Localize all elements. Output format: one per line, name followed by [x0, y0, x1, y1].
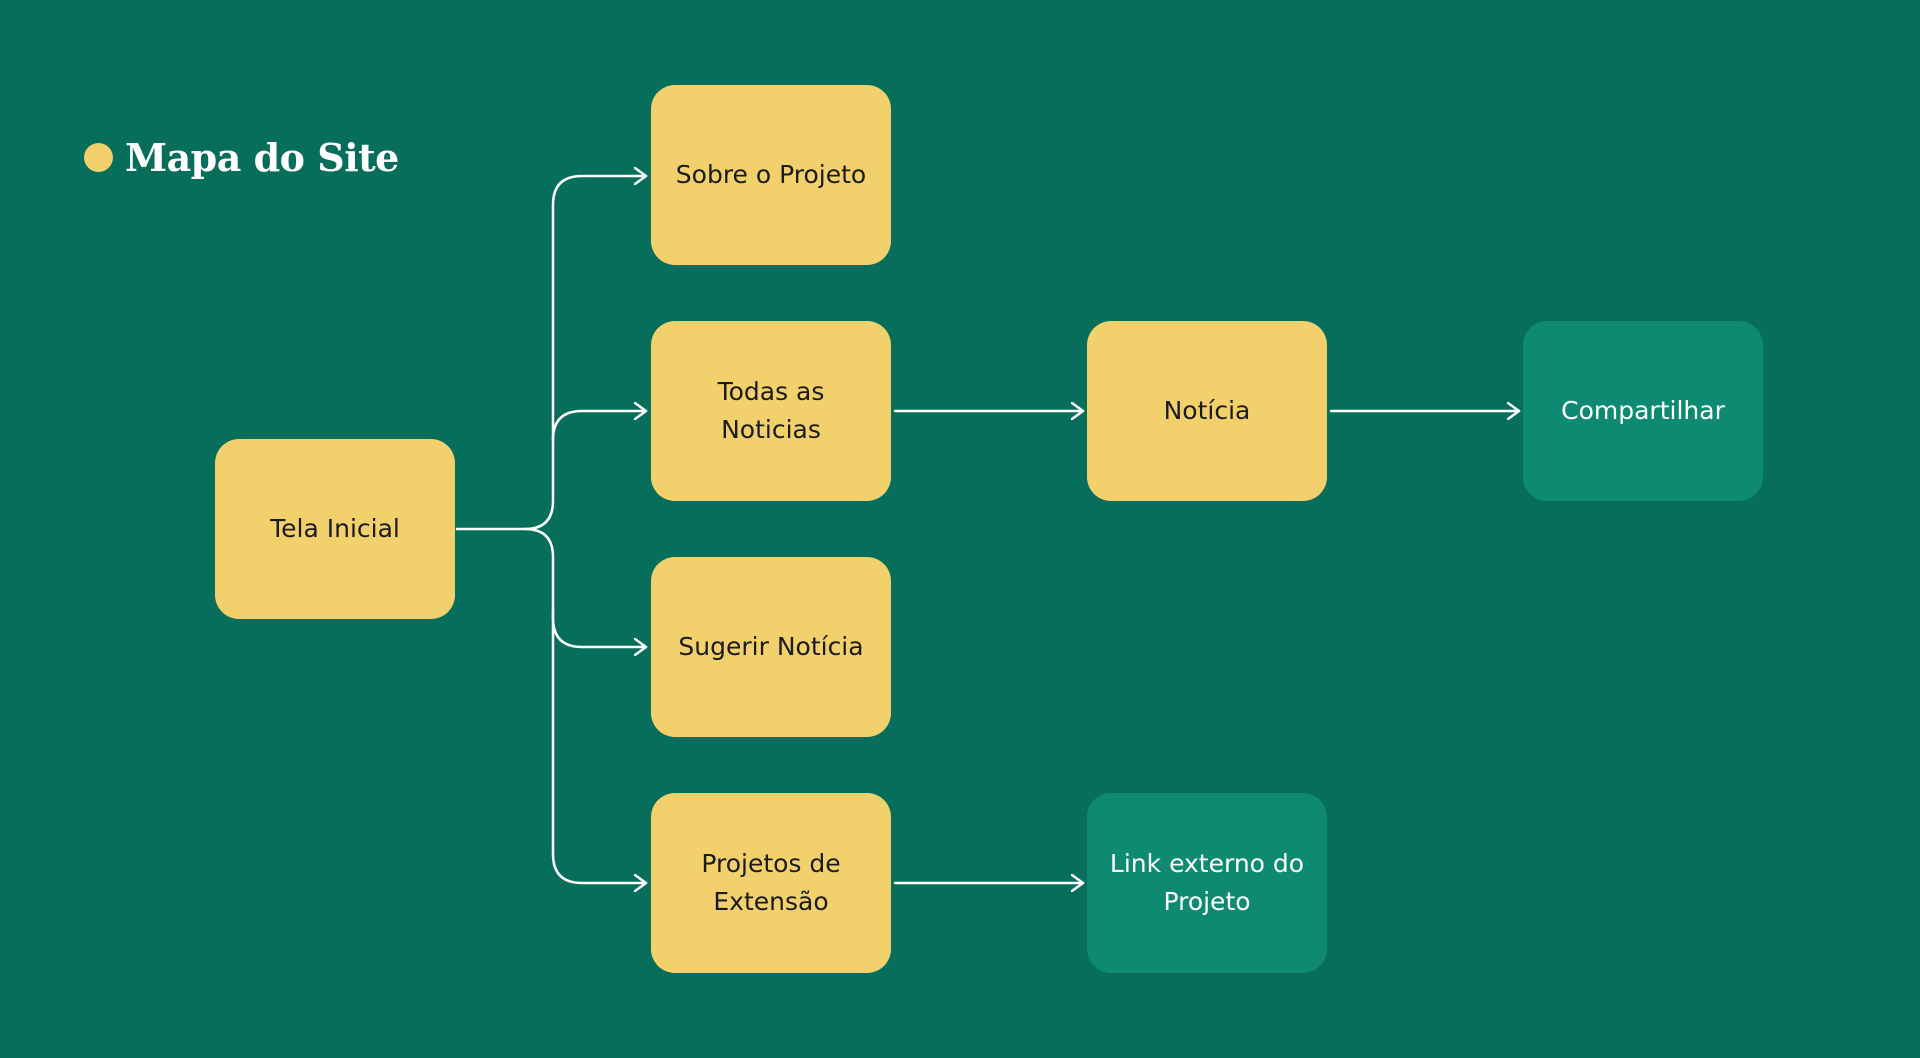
edge-tela-inicial-to-sugerir-noticia — [523, 527, 648, 647]
title-bullet-dot — [84, 142, 113, 172]
node-link-externo-do-projeto: Link externo do Projeto — [1087, 793, 1327, 973]
page-title: Mapa do Site — [125, 134, 399, 180]
node-todas-as-noticias: Todas as Noticias — [651, 321, 891, 501]
node-noticia: Notícia — [1087, 321, 1327, 501]
page-title-group: Mapa do Site — [84, 132, 399, 182]
edge-tela-inicial-to-todas-noticias — [551, 411, 648, 442]
edge-tela-inicial-to-sobre-projeto — [523, 176, 648, 531]
node-tela-inicial: Tela Inicial — [215, 439, 455, 619]
edge-tela-inicial-to-projetos-extensao — [551, 608, 648, 883]
node-projetos-de-extensao: Projetos de Extensão — [651, 793, 891, 973]
node-compartilhar: Compartilhar — [1523, 321, 1763, 501]
node-sobre-o-projeto: Sobre o Projeto — [651, 85, 891, 265]
node-sugerir-noticia: Sugerir Notícia — [651, 557, 891, 737]
